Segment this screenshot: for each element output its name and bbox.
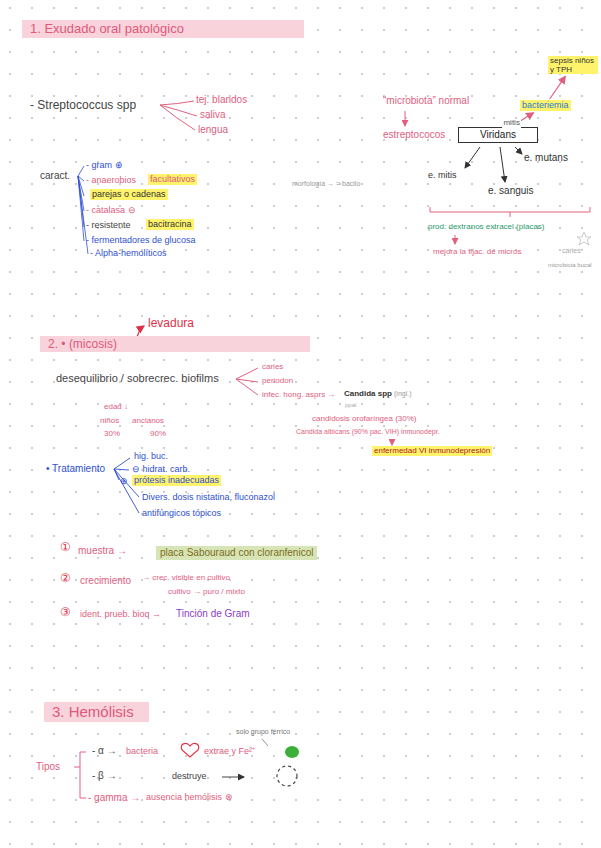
note-text: hig. buc. — [134, 451, 168, 462]
note-text: candidosis orofaríngea (30%) — [312, 414, 417, 424]
note-text: - gram ⊕ — [86, 160, 123, 171]
node-text: bacteriemia — [522, 100, 569, 110]
note-text: periodon — [262, 376, 293, 386]
note-text: ⊕ — [120, 476, 128, 487]
note-text: Divers. dosis nistatina, fluconazol — [142, 492, 275, 503]
node-text: prótesis inadecuadas — [134, 475, 219, 485]
note-text: (ingl.) — [394, 390, 412, 398]
note-text: lengua — [198, 124, 228, 136]
connector-arrow — [550, 76, 566, 99]
note-text: e. sanguis — [488, 185, 534, 197]
highlight-box: prótesis inadecuadas — [132, 475, 221, 486]
node-text: 2. • (micosis) — [48, 337, 117, 351]
note-text: antifúngicos tópicos — [142, 508, 221, 519]
note-text: - anaerobios — [86, 175, 136, 186]
note-text: microbiota bucal — [548, 262, 592, 269]
note-text: saliva — [200, 109, 226, 121]
node-text: parejas o cadenas — [92, 189, 166, 199]
note-text: Tinción de Gram — [176, 608, 250, 620]
node-text: bacitracina — [148, 219, 192, 229]
note-text: prod: dextranos extracel (placas) — [428, 222, 545, 232]
note-text: edad ↓ — [104, 402, 128, 412]
note-text: Candida spp — [344, 389, 392, 399]
note-text: ② — [60, 571, 71, 585]
note-text: crecimiento — [80, 575, 131, 587]
note-text: caries — [262, 362, 283, 372]
highlight-box: sepsis niños y TPH — [548, 56, 598, 74]
highlight-box: parejas o cadenas — [90, 189, 168, 200]
node-text: sepsis niños y TPH — [550, 56, 594, 74]
note-text: - fermentadores de glucosa — [86, 235, 196, 246]
highlight-box: bacitracina — [146, 219, 194, 230]
note-text: Candida albicans (90% pac. VIH) inmunode… — [296, 428, 440, 436]
section-band: 2. • (micosis) — [40, 336, 310, 352]
highlight-box: placa Sabouraud con cloranfenicol — [156, 546, 317, 560]
note-text: - β → — [92, 770, 117, 782]
node-text: Viridans — [480, 129, 516, 140]
note-text: ① — [60, 540, 71, 554]
note-text: morfología → = bacilo — [292, 180, 360, 188]
note-text: niños — [100, 416, 119, 426]
note-text: mejora la fijac. de micros — [433, 247, 521, 257]
note-text: ⊖ hidrat. carb. — [132, 464, 190, 475]
note-text: - gamma → — [88, 792, 140, 804]
node-text: facultativos — [150, 174, 195, 184]
note-text: bacteria — [126, 746, 158, 757]
note-text: e. mutans — [524, 152, 568, 164]
node-text: 3. Hemólisis — [52, 703, 134, 720]
note-text: solo grupo férrico — [236, 728, 290, 736]
highlight-box: bacteriemia — [520, 100, 571, 111]
edge-label: mitis — [502, 119, 520, 128]
node-text: 1. Exudado oral patológico — [30, 21, 184, 36]
note-text: “microbiota” normal — [383, 95, 469, 107]
note-text: - Alpha-hemolíticos — [90, 248, 167, 259]
note-text: infec. hong. asprs → — [262, 390, 335, 400]
note-text: destruye — [172, 771, 207, 782]
note-text: ancianos — [132, 416, 164, 426]
note-text: muestra → — [78, 545, 127, 557]
note-text: levadura — [148, 316, 194, 330]
note-text: caract. — [40, 170, 70, 182]
node-text: placa Sabouraud con cloranfenicol — [160, 547, 313, 558]
note-text: caries — [562, 247, 581, 255]
note-text: ppal — [345, 402, 356, 409]
note-text: extrae y Fe²⁺ — [204, 746, 255, 757]
note-text: 30% — [104, 429, 120, 439]
process-box: Viridans — [458, 127, 538, 143]
note-text: • Tratamiento — [46, 463, 105, 475]
note-text: estreptococos — [383, 129, 445, 141]
note-text: → crec. visible en cultivo — [142, 573, 230, 583]
note-text: Tipos — [36, 761, 60, 773]
highlight-box: facultativos — [148, 174, 197, 185]
note-text: tej. blandos — [196, 94, 247, 106]
section-band: 3. Hemólisis — [44, 702, 149, 722]
highlight-box: enfermedad VI inmunodepresión — [372, 446, 492, 456]
note-text: ident. prueb. bioq → — [80, 609, 161, 620]
section-band: 1. Exudado oral patológico — [22, 20, 304, 38]
note-text: ausencia hemólisis ⊗ — [146, 792, 233, 803]
note-text: desequilibrio / sobrecrec. biofilms — [56, 372, 219, 385]
note-text: - resistente — [86, 220, 131, 231]
note-text: - α → — [92, 745, 117, 757]
note-text: 90% — [150, 429, 166, 439]
note-text: - Streptococcus spp — [30, 98, 136, 112]
node-text: enfermedad VI inmunodepresión — [374, 446, 490, 455]
note-text: cultivo → puro / mixto — [168, 587, 245, 597]
note-text: ③ — [60, 605, 71, 619]
note-text: e. mitis — [428, 170, 457, 181]
note-text: - catalasa ⊖ — [86, 205, 136, 216]
